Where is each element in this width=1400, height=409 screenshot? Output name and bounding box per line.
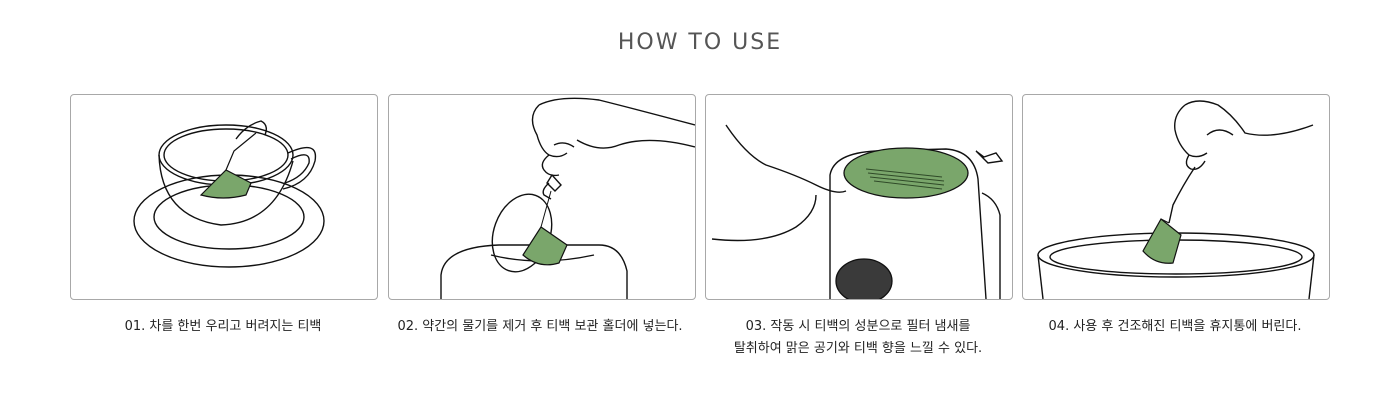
page-title: HOW TO USE	[617, 30, 783, 55]
step-4-illustration	[1022, 94, 1330, 300]
step-4-caption-line-1: 04. 사용 후 건조해진 티백을 휴지통에 버린다.	[1048, 319, 1302, 334]
hand-bin-icon	[1037, 100, 1315, 299]
device-filter-icon	[711, 124, 1004, 299]
step-2-caption-line-1: 02. 약간의 물기를 제거 후 티백 보관 홀더에 넣는다.	[397, 319, 683, 334]
step-3-caption-line-2: 탈취하여 맑은 공기와 티백 향을 느낄 수 있다.	[733, 341, 983, 356]
step-3-illustration	[705, 94, 1013, 300]
step-1-caption: 01. 차를 한번 우리고 버려지는 티백	[69, 316, 377, 338]
step-3-caption: 03. 작동 시 티백의 성분으로 필터 냄새를 탈취하여 맑은 공기와 티백 …	[704, 316, 1012, 360]
step-4-caption: 04. 사용 후 건조해진 티백을 휴지통에 버린다.	[1021, 316, 1329, 338]
step-2-illustration	[388, 94, 696, 300]
step-2-caption: 02. 약간의 물기를 제거 후 티백 보관 홀더에 넣는다.	[386, 316, 694, 338]
step-1-caption-line-1: 01. 차를 한번 우리고 버려지는 티백	[124, 319, 322, 334]
step-3-caption-line-1: 03. 작동 시 티백의 성분으로 필터 냄새를	[745, 319, 971, 334]
hand-teabag-holder-icon	[440, 97, 695, 299]
step-1-illustration	[70, 94, 378, 300]
tea-cup-icon	[133, 120, 325, 268]
